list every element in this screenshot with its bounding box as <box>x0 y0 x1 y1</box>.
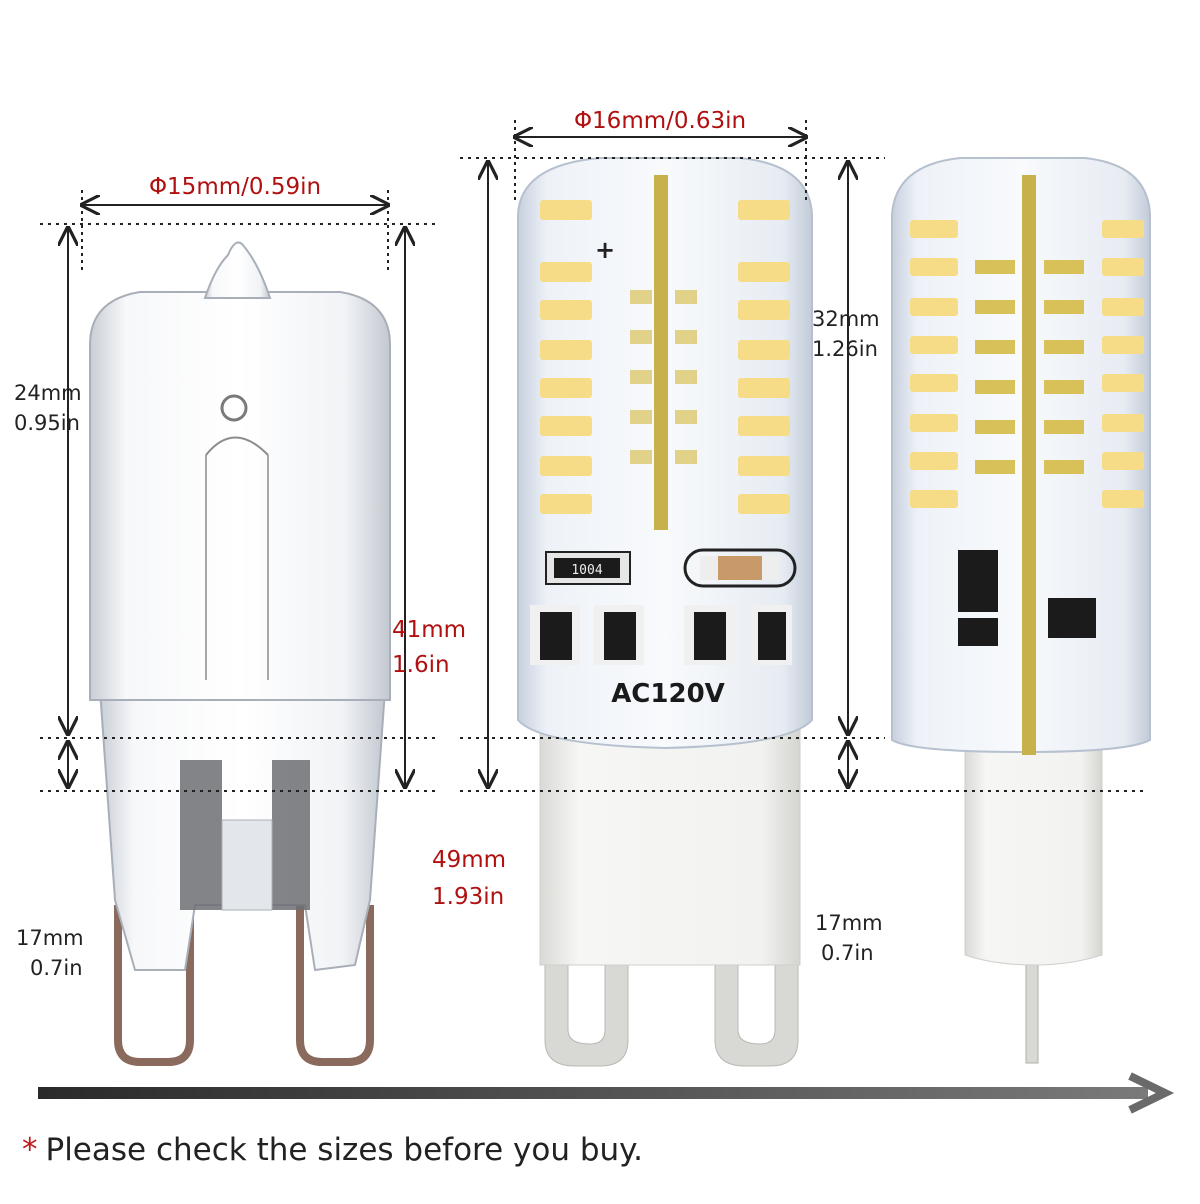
halogen-glass-height-in: 0.95in <box>14 411 80 435</box>
led-chip-column-right <box>738 200 790 514</box>
led-chip-column-center <box>630 290 697 464</box>
led-capacitor <box>683 548 797 588</box>
halogen-total-height-in: 1.6in <box>392 652 450 678</box>
led-bulb-side <box>891 157 1151 1064</box>
led-base-height-in: 0.7in <box>821 941 874 965</box>
led-base-height-mm: 17mm <box>815 911 883 935</box>
halogen-pinch <box>221 819 273 911</box>
halogen-filament-coil <box>205 436 269 456</box>
halogen-bulb <box>89 241 391 1066</box>
halogen-foil-right <box>272 760 310 910</box>
halogen-pin-left <box>114 905 194 1066</box>
led-bulb-front: 1004 + AC120V <box>517 157 813 1067</box>
size-check-note: *Please check the sizes before you buy. <box>22 1132 643 1168</box>
halogen-capsule <box>89 291 391 701</box>
polarity-plus-mark: + <box>595 236 615 264</box>
halogen-base-height-mm: 17mm <box>16 926 84 950</box>
led-body-height-in: 1.26in <box>812 337 878 361</box>
led-pin-left <box>544 959 629 1067</box>
led-body-height-mm: 32mm <box>812 307 880 331</box>
note-asterisk: * <box>22 1132 38 1168</box>
resistor-code: 1004 <box>571 563 602 578</box>
led-side-chip-column-right <box>1102 220 1144 508</box>
led-diodes <box>530 605 792 665</box>
voltage-label: AC120V <box>611 679 725 709</box>
led-side-chip-column-center <box>975 260 1084 474</box>
halogen-total-height-mm: 41mm <box>392 617 467 643</box>
led-side-chip-column-left <box>910 220 958 508</box>
halogen-base-height-in: 0.7in <box>30 956 83 980</box>
led-chip-column-left <box>540 200 592 514</box>
halogen-glass-height-mm: 24mm <box>14 381 82 405</box>
led-base <box>539 719 801 966</box>
halogen-tip <box>203 241 272 299</box>
led-side-base <box>964 721 1103 966</box>
led-side-components <box>958 550 1096 646</box>
led-total-height-mm: 49mm <box>432 847 507 873</box>
led-pin-right <box>714 959 799 1067</box>
bottom-arrow <box>38 1072 1175 1114</box>
halogen-pin-right <box>296 905 374 1066</box>
halogen-filament-loop <box>220 394 248 422</box>
led-total-height-in: 1.93in <box>432 884 505 910</box>
halogen-foil-left <box>180 760 222 910</box>
led-diameter-label: Φ16mm/0.63in <box>573 108 747 134</box>
led-pcb-strip <box>654 175 668 530</box>
halogen-diameter-label: Φ15mm/0.59in <box>148 174 322 200</box>
note-text: Please check the sizes before you buy. <box>45 1132 643 1168</box>
led-side-pcb <box>1022 175 1036 755</box>
dimension-lines <box>40 120 1145 792</box>
